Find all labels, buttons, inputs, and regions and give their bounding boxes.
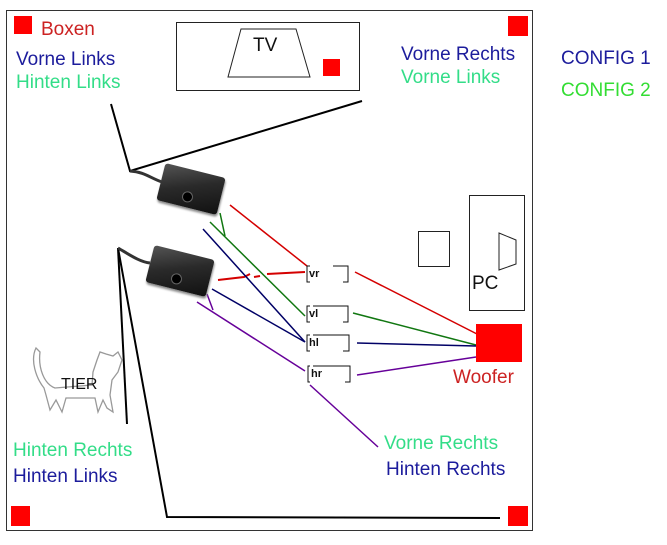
hub2-cable	[117, 246, 151, 265]
speaker-tv-center	[323, 59, 340, 76]
cat-label: TIER	[61, 376, 98, 393]
bottom-right-config2: Vorne Rechts	[384, 433, 499, 454]
cable-red-2	[217, 273, 251, 281]
cable-red-2c	[266, 271, 306, 275]
tv-label: TV	[253, 35, 278, 56]
top-right-config2: Vorne Links	[401, 67, 501, 88]
bottom-left-config2: Hinten Rechts	[13, 440, 133, 461]
top-left-config2: Hinten Links	[16, 72, 121, 93]
cable-green-out	[352, 312, 477, 346]
cable-red-out	[354, 271, 478, 335]
cable-red-2b	[253, 275, 261, 278]
channel-hr: hr	[311, 368, 322, 380]
bottom-right-config1: Hinten Rechts	[386, 459, 506, 480]
legend-config1: CONFIG 1	[561, 48, 651, 69]
cable-purple-1b	[206, 293, 214, 311]
channel-box-hr	[307, 365, 351, 383]
cable-blue-out	[356, 342, 477, 347]
legend-config2: CONFIG 2	[561, 80, 651, 101]
woofer	[476, 324, 522, 362]
pc-monitor	[418, 231, 450, 267]
bottom-left-config1: Hinten Links	[13, 466, 118, 487]
switch-knob	[180, 190, 195, 204]
top-right-config1: Vorne Rechts	[401, 44, 516, 65]
cable-purple-1	[196, 301, 306, 372]
room-outline	[6, 10, 533, 531]
pc-drive	[498, 232, 517, 271]
channel-hl: hl	[309, 337, 319, 349]
channel-vl: vl	[309, 308, 319, 320]
pc-case	[469, 195, 525, 311]
speaker-top-left	[14, 16, 32, 34]
cable-blue-2	[211, 288, 306, 343]
cable-purple-3	[309, 384, 379, 448]
channel-vr: vr	[309, 268, 320, 280]
cat-drawing	[32, 346, 123, 415]
speaker-bottom-right	[508, 506, 528, 526]
title-boxen: Boxen	[41, 19, 95, 40]
cable-purple-out	[356, 356, 477, 376]
switch-knob	[169, 272, 184, 286]
tv-screen	[227, 28, 311, 78]
speaker-top-right	[508, 16, 528, 36]
woofer-label: Woofer	[453, 367, 514, 388]
cable-red-1	[229, 204, 308, 267]
channel-box-hl	[306, 334, 350, 352]
speaker-bottom-left	[11, 506, 30, 526]
top-left-config1: Vorne Links	[16, 49, 116, 70]
channel-box-vr	[306, 265, 349, 283]
wire-bottom-left	[117, 247, 128, 425]
channel-box-vl	[306, 305, 349, 323]
hub1-cable	[129, 169, 163, 184]
cable-green-1	[209, 221, 306, 317]
cable-blue-1	[202, 228, 306, 343]
wire-bottom-right	[117, 247, 501, 519]
tv-cabinet	[176, 22, 360, 91]
pc-label: PC	[472, 273, 499, 294]
cable-green-1b	[219, 212, 226, 237]
wire-top-left	[110, 100, 363, 173]
